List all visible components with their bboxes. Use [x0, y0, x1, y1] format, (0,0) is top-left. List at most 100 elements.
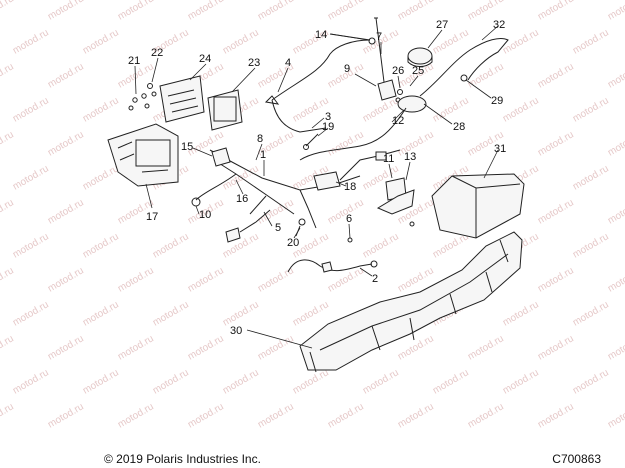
watermark-text: motod.ru	[0, 129, 16, 158]
watermark-text: motod.ru	[501, 367, 541, 396]
callout-2: 2	[372, 273, 378, 285]
callout-1: 1	[260, 149, 266, 161]
callout-28: 28	[453, 121, 465, 133]
watermark-text: motod.ru	[536, 265, 576, 294]
watermark-text: motod.ru	[431, 367, 471, 396]
watermark-text: motod.ru	[501, 299, 541, 328]
callout-26: 26	[392, 65, 404, 77]
callout-6: 6	[346, 213, 352, 225]
watermark-text: motod.ru	[0, 0, 16, 23]
front-bumper-part	[299, 231, 523, 373]
watermark-text: motod.ru	[81, 27, 121, 56]
watermark-text: motod.ru	[466, 401, 506, 430]
callout-18: 18	[344, 181, 356, 193]
watermark-text: motod.ru	[256, 0, 296, 23]
watermark-text: motod.ru	[361, 367, 401, 396]
callout-30: 30	[230, 325, 242, 337]
wire-harness-2-part	[287, 259, 378, 273]
watermark-text: motod.ru	[606, 129, 625, 158]
watermark-text: motod.ru	[536, 0, 576, 23]
watermark-text: motod.ru	[46, 401, 86, 430]
harness-part	[191, 147, 361, 243]
callout-20: 20	[287, 237, 299, 249]
watermark-text: motod.ru	[361, 231, 401, 260]
dash-bezel-part	[107, 123, 179, 187]
callout-13: 13	[404, 151, 416, 163]
watermark-text: motod.ru	[186, 0, 226, 23]
callout-31: 31	[494, 143, 506, 155]
watermark-text: motod.ru	[0, 197, 16, 226]
callout-24: 24	[199, 53, 211, 65]
watermark-text: motod.ru	[466, 61, 506, 90]
harness-junction-part	[313, 149, 401, 191]
screw-part	[347, 237, 353, 243]
storage-box-part	[431, 173, 525, 239]
watermark-text: motod.ru	[326, 129, 366, 158]
callout-5: 5	[275, 222, 281, 234]
watermark-text: motod.ru	[81, 299, 121, 328]
watermark-text: motod.ru	[0, 61, 16, 90]
watermark-text: motod.ru	[116, 0, 156, 23]
callout-8: 8	[257, 133, 263, 145]
bracket-plate-part	[376, 177, 415, 227]
callout-11: 11	[383, 153, 394, 165]
watermark-text: motod.ru	[221, 27, 261, 56]
watermark-text: motod.ru	[81, 95, 121, 124]
watermark-text: motod.ru	[46, 197, 86, 226]
callout-15: 15	[181, 141, 193, 153]
watermark-text: motod.ru	[571, 27, 611, 56]
leader-lines	[134, 25, 499, 349]
watermark-text: motod.ru	[186, 333, 226, 362]
cable-loop-part	[419, 37, 509, 97]
watermark-text: motod.ru	[431, 27, 471, 56]
watermark-text: motod.ru	[606, 0, 625, 23]
cable-12-part	[299, 107, 407, 161]
watermark-text: motod.ru	[81, 231, 121, 260]
watermark-text: motod.ru	[46, 129, 86, 158]
watermark-text: motod.ru	[186, 401, 226, 430]
watermark-text: motod.ru	[571, 95, 611, 124]
watermark-text: motod.ru	[46, 0, 86, 23]
watermark-text: motod.ru	[606, 61, 625, 90]
watermark-text: motod.ru	[116, 401, 156, 430]
callout-21: 21	[128, 55, 140, 67]
clip-part	[295, 218, 306, 237]
watermark-text: motod.ru	[606, 265, 625, 294]
watermark-text: motod.ru	[46, 265, 86, 294]
callout-22: 22	[151, 47, 163, 59]
watermark-text: motod.ru	[326, 0, 366, 23]
watermark-text: motod.ru	[11, 95, 51, 124]
watermark-text: motod.ru	[11, 27, 51, 56]
watermark-text: motod.ru	[606, 333, 625, 362]
callout-19: 19	[322, 121, 334, 133]
diagram-code: C700863	[552, 452, 601, 466]
watermark-text: motod.ru	[116, 265, 156, 294]
watermark-text: motod.ru	[186, 265, 226, 294]
watermark-text: motod.ru	[536, 61, 576, 90]
watermark-text: motod.ru	[606, 401, 625, 430]
antenna-part	[374, 17, 397, 101]
watermark-text: motod.ru	[256, 401, 296, 430]
watermark-text: motod.ru	[151, 367, 191, 396]
watermark-text: motod.ru	[291, 367, 331, 396]
watermark-text: motod.ru	[11, 231, 51, 260]
watermark-text: motod.ru	[536, 401, 576, 430]
watermark-text: motod.ru	[151, 231, 191, 260]
watermark-text: motod.ru	[0, 401, 16, 430]
cable-19-part	[303, 133, 319, 150]
watermark-text: motod.ru	[46, 61, 86, 90]
callout-10: 10	[199, 209, 211, 221]
callout-14: 14	[315, 29, 327, 41]
callout-27: 27	[436, 19, 448, 31]
display-part	[207, 89, 243, 131]
watermark-text: motod.ru	[116, 333, 156, 362]
callout-4: 4	[285, 57, 291, 69]
gps-assembly-part	[395, 47, 433, 113]
callout-16: 16	[236, 193, 248, 205]
watermark-text: motod.ru	[0, 265, 16, 294]
callout-23: 23	[248, 57, 260, 69]
watermark-text: motod.ru	[571, 299, 611, 328]
watermark-text: motod.ru	[11, 367, 51, 396]
fasteners-21-22	[128, 83, 157, 111]
